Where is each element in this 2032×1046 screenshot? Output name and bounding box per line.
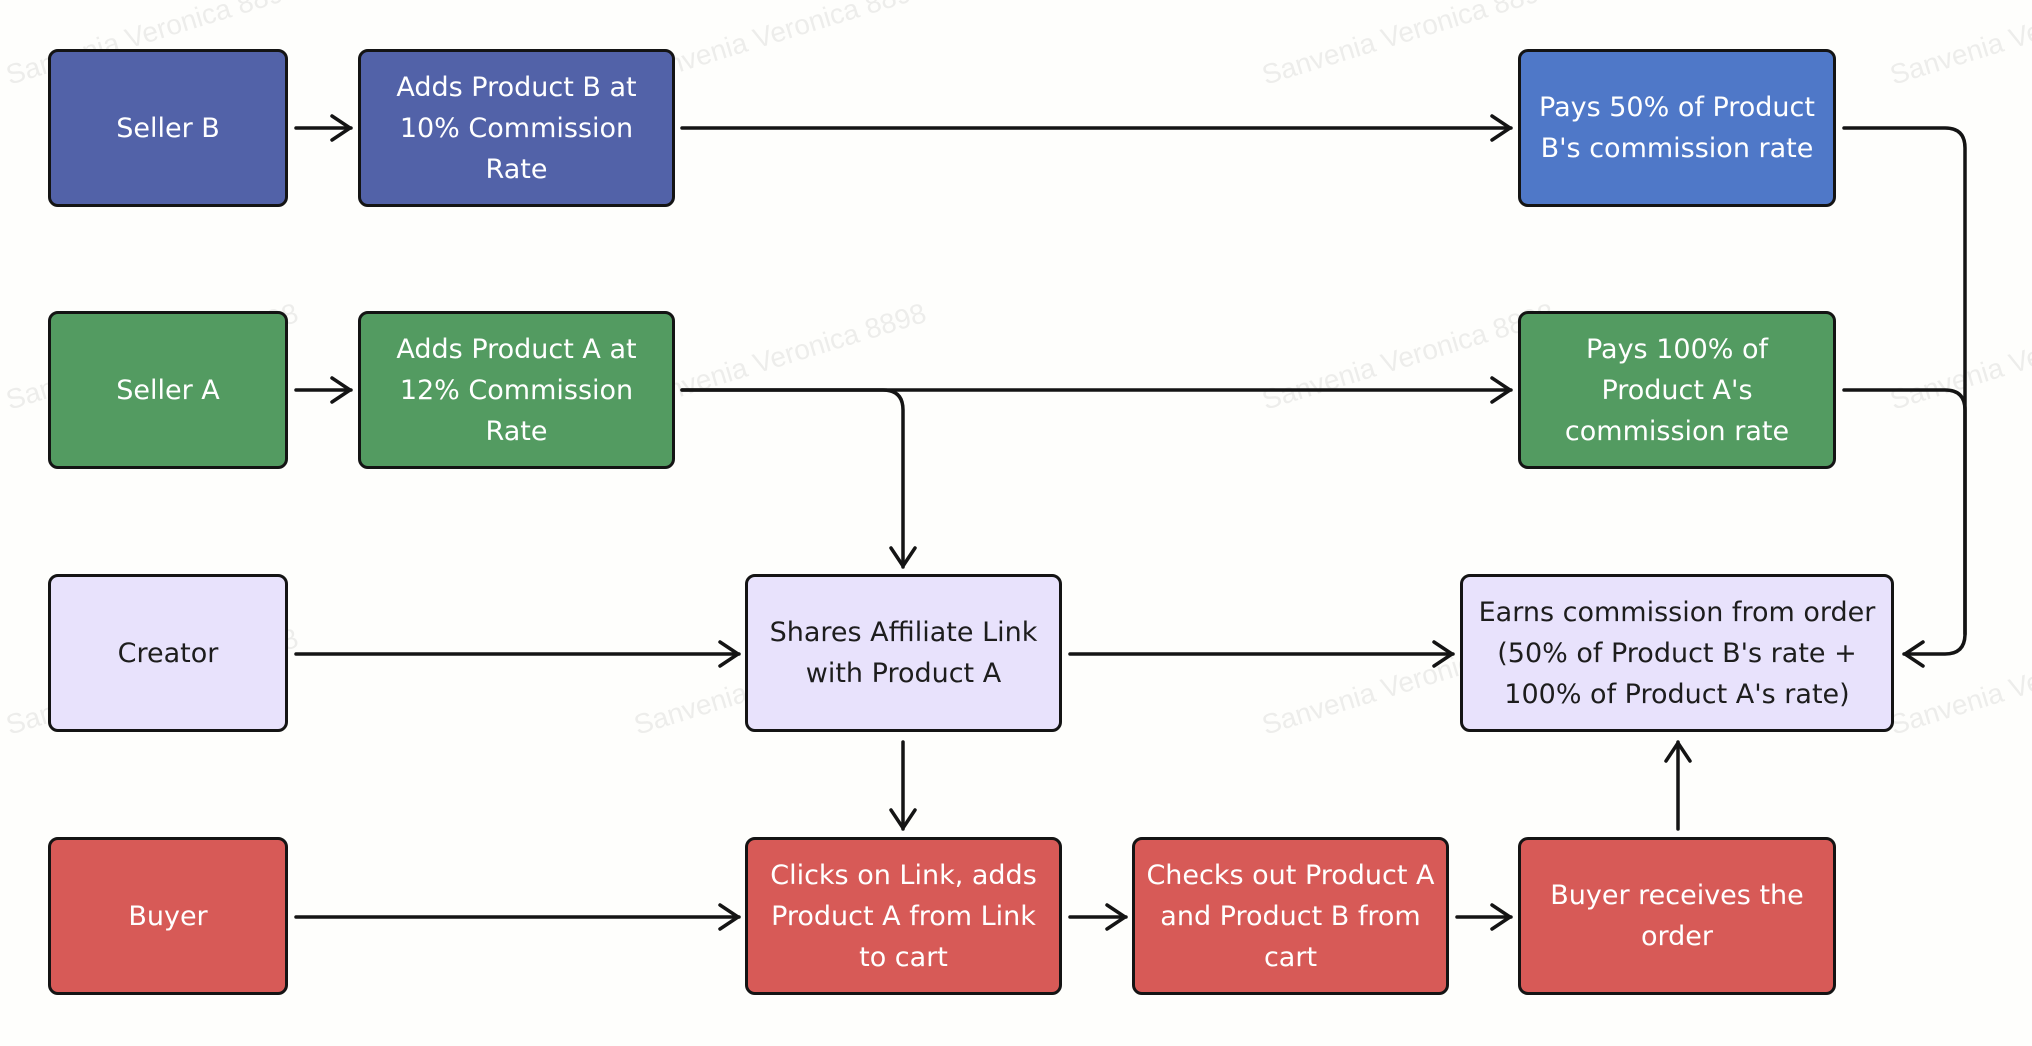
edge-pays-b-to-earns-commission (1842, 126, 1967, 668)
clicks-link-label: Clicks on Link, adds Product A from Link… (770, 859, 1037, 973)
edge-pays-a-to-earns-commission (1842, 388, 1967, 636)
checks-out-label: Checks out Product A and Product B from … (1146, 859, 1435, 973)
shares-affiliate-link-label: Shares Affiliate Link with Product A (769, 617, 1038, 689)
add-product-a-node: Adds Product A at 12% Commission Rate (358, 311, 675, 469)
creator-node: Creator (48, 574, 288, 732)
checks-out-node: Checks out Product A and Product B from … (1132, 837, 1449, 995)
buyer-label: Buyer (128, 900, 208, 932)
edge-add-product-a-to-shares-link (680, 388, 917, 569)
pays-product-a-node: Pays 100% of Product A's commission rate (1518, 311, 1836, 469)
add-product-b-node: Adds Product B at 10% Commission Rate (358, 49, 675, 207)
earns-commission-node: Earns commission from order (50% of Prod… (1460, 574, 1894, 732)
seller-b-label: Seller B (116, 112, 220, 144)
add-product-b-label: Adds Product B at 10% Commission Rate (396, 71, 637, 185)
seller-a-node: Seller A (48, 311, 288, 469)
buyer-receives-order-node: Buyer receives the order (1518, 837, 1836, 995)
buyer-receives-order-label: Buyer receives the order (1550, 880, 1804, 952)
shares-affiliate-link-node: Shares Affiliate Link with Product A (745, 574, 1062, 732)
seller-b-node: Seller B (48, 49, 288, 207)
pays-product-b-label: Pays 50% of Product B's commission rate (1539, 92, 1815, 164)
pays-product-b-node: Pays 50% of Product B's commission rate (1518, 49, 1836, 207)
buyer-node: Buyer (48, 837, 288, 995)
add-product-a-label: Adds Product A at 12% Commission Rate (396, 333, 637, 447)
seller-a-label: Seller A (116, 374, 220, 406)
creator-label: Creator (117, 637, 219, 669)
earns-commission-label: Earns commission from order (50% of Prod… (1478, 596, 1876, 710)
pays-product-a-label: Pays 100% of Product A's commission rate (1564, 333, 1790, 447)
clicks-link-node: Clicks on Link, adds Product A from Link… (745, 837, 1062, 995)
